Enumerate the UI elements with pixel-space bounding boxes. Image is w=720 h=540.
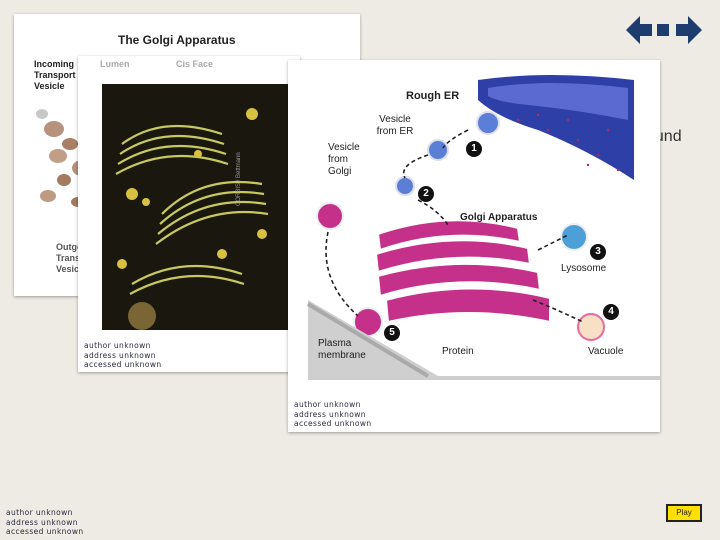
label-rough-er: Rough ER <box>406 90 460 102</box>
credit-address: address unknown <box>84 350 156 360</box>
image-credit: author unknown address unknown accessed … <box>294 400 372 429</box>
back-button[interactable] <box>626 16 652 44</box>
step-badge-1: 1 <box>466 141 482 157</box>
label-protein: Protein <box>442 346 474 357</box>
slide-card-vesicle-transport[interactable]: Rough ER Vesicle from ER Vesicle from Go… <box>288 60 660 432</box>
arrow-right-icon[interactable] <box>676 16 702 44</box>
credit-author: author unknown <box>6 508 73 517</box>
left-bottom-label: Outgoing Transport Vesicle <box>56 242 98 274</box>
image-credit: author unknown address unknown accessed … <box>84 341 162 370</box>
credit-author: author unknown <box>294 400 361 409</box>
slide-card-micrograph[interactable]: Lumen Cis Face CORBIS / Bettmann a <box>78 56 300 372</box>
credit-accessed: accessed unknown <box>6 527 84 536</box>
label-plasma-membrane: Plasma membrane <box>318 338 366 361</box>
page-credit: author unknown address unknown accessed … <box>6 508 84 537</box>
nav-controls <box>624 14 704 46</box>
label-vesicle-from-golgi: Vesicle from Golgi <box>328 142 360 177</box>
step-badge-4: 4 <box>603 304 619 320</box>
forward-button[interactable] <box>676 16 702 44</box>
credit-address: address unknown <box>294 409 366 419</box>
top-label-cis: Cis Face <box>176 59 214 69</box>
credit-author: author unknown <box>84 341 151 350</box>
left-top-label: Incoming Transport Vesicle <box>34 59 76 91</box>
step-badge-2: 2 <box>418 186 434 202</box>
credit-accessed: accessed unknown <box>294 419 372 428</box>
step-badge-5: 5 <box>384 325 400 341</box>
slide-title: The Golgi Apparatus <box>118 33 236 47</box>
vesicle-transport-diagram <box>306 75 660 380</box>
home-button[interactable] <box>657 24 669 36</box>
play-button[interactable]: Play <box>666 504 702 522</box>
step-badge-3: 3 <box>590 244 606 260</box>
credit-address: address unknown <box>6 517 78 527</box>
image-side-credit: CORBIS / Bettmann <box>236 152 242 206</box>
credit-accessed: accessed unknown <box>84 360 162 369</box>
label-lysosome: Lysosome <box>561 263 607 274</box>
arrow-left-icon[interactable] <box>626 16 652 44</box>
golgi-micrograph-image <box>102 84 288 330</box>
top-label-lumen: Lumen <box>100 59 130 69</box>
label-vesicle-from-er: Vesicle from ER <box>376 114 414 137</box>
label-vacuole: Vacuole <box>588 346 624 357</box>
label-golgi-apparatus: Golgi Apparatus <box>460 212 538 223</box>
square-icon[interactable] <box>657 24 669 36</box>
